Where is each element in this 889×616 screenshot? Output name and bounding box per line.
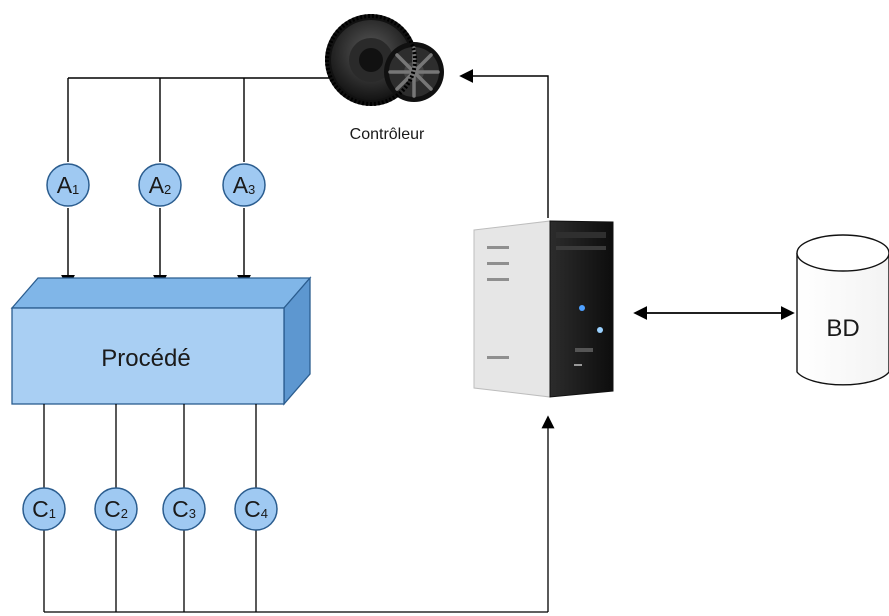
- sensor-c2: C2: [94, 487, 138, 531]
- process-block: Procédé: [10, 276, 312, 406]
- controller-bus-lines: [61, 77, 330, 289]
- gear-icon: [325, 14, 444, 106]
- sensor-c3-letter: C: [172, 496, 189, 522]
- actuator-a1-index: 1: [72, 182, 79, 197]
- actuator-a3: A3: [222, 163, 266, 207]
- sensor-c3-index: 3: [189, 506, 196, 521]
- sensor-c1-index: 1: [49, 506, 56, 521]
- svg-text:C2: C2: [104, 496, 128, 522]
- actuator-a3-letter: A: [233, 172, 249, 198]
- svg-text:A2: A2: [149, 172, 172, 198]
- process-top-face: [10, 277, 312, 309]
- actuator-a2-letter: A: [149, 172, 165, 198]
- sensor-c2-index: 2: [121, 506, 128, 521]
- svg-text:A1: A1: [57, 172, 80, 198]
- sensor-c4-letter: C: [244, 496, 261, 522]
- sensor-c4: C4: [234, 487, 278, 531]
- controller-label: Contrôleur: [350, 126, 425, 143]
- computer-tower-icon: [473, 220, 614, 398]
- svg-text:C4: C4: [244, 496, 268, 522]
- actuator-a2: A2: [138, 163, 182, 207]
- svg-text:C3: C3: [172, 496, 196, 522]
- svg-text:C1: C1: [32, 496, 56, 522]
- sensor-c2-letter: C: [104, 496, 121, 522]
- database-icon: BD: [796, 234, 889, 386]
- actuator-a1: A1: [46, 163, 90, 207]
- actuator-a2-index: 2: [164, 182, 171, 197]
- sensor-c1-letter: C: [32, 496, 49, 522]
- svg-text:A3: A3: [233, 172, 256, 198]
- actuator-a1-letter: A: [57, 172, 73, 198]
- sensor-c1: C1: [22, 487, 66, 531]
- process-label: Procédé: [101, 345, 190, 372]
- sensor-c3: C3: [162, 487, 206, 531]
- process-front-face: [11, 307, 285, 405]
- actuator-nodes: A1 A2 A3: [46, 163, 266, 207]
- sensor-c4-index: 4: [261, 506, 268, 521]
- sensor-nodes: C1 C2 C3 C4: [22, 487, 278, 531]
- actuator-a3-index: 3: [248, 182, 255, 197]
- database-label: BD: [826, 315, 859, 342]
- computer-to-controller-path: [459, 69, 549, 218]
